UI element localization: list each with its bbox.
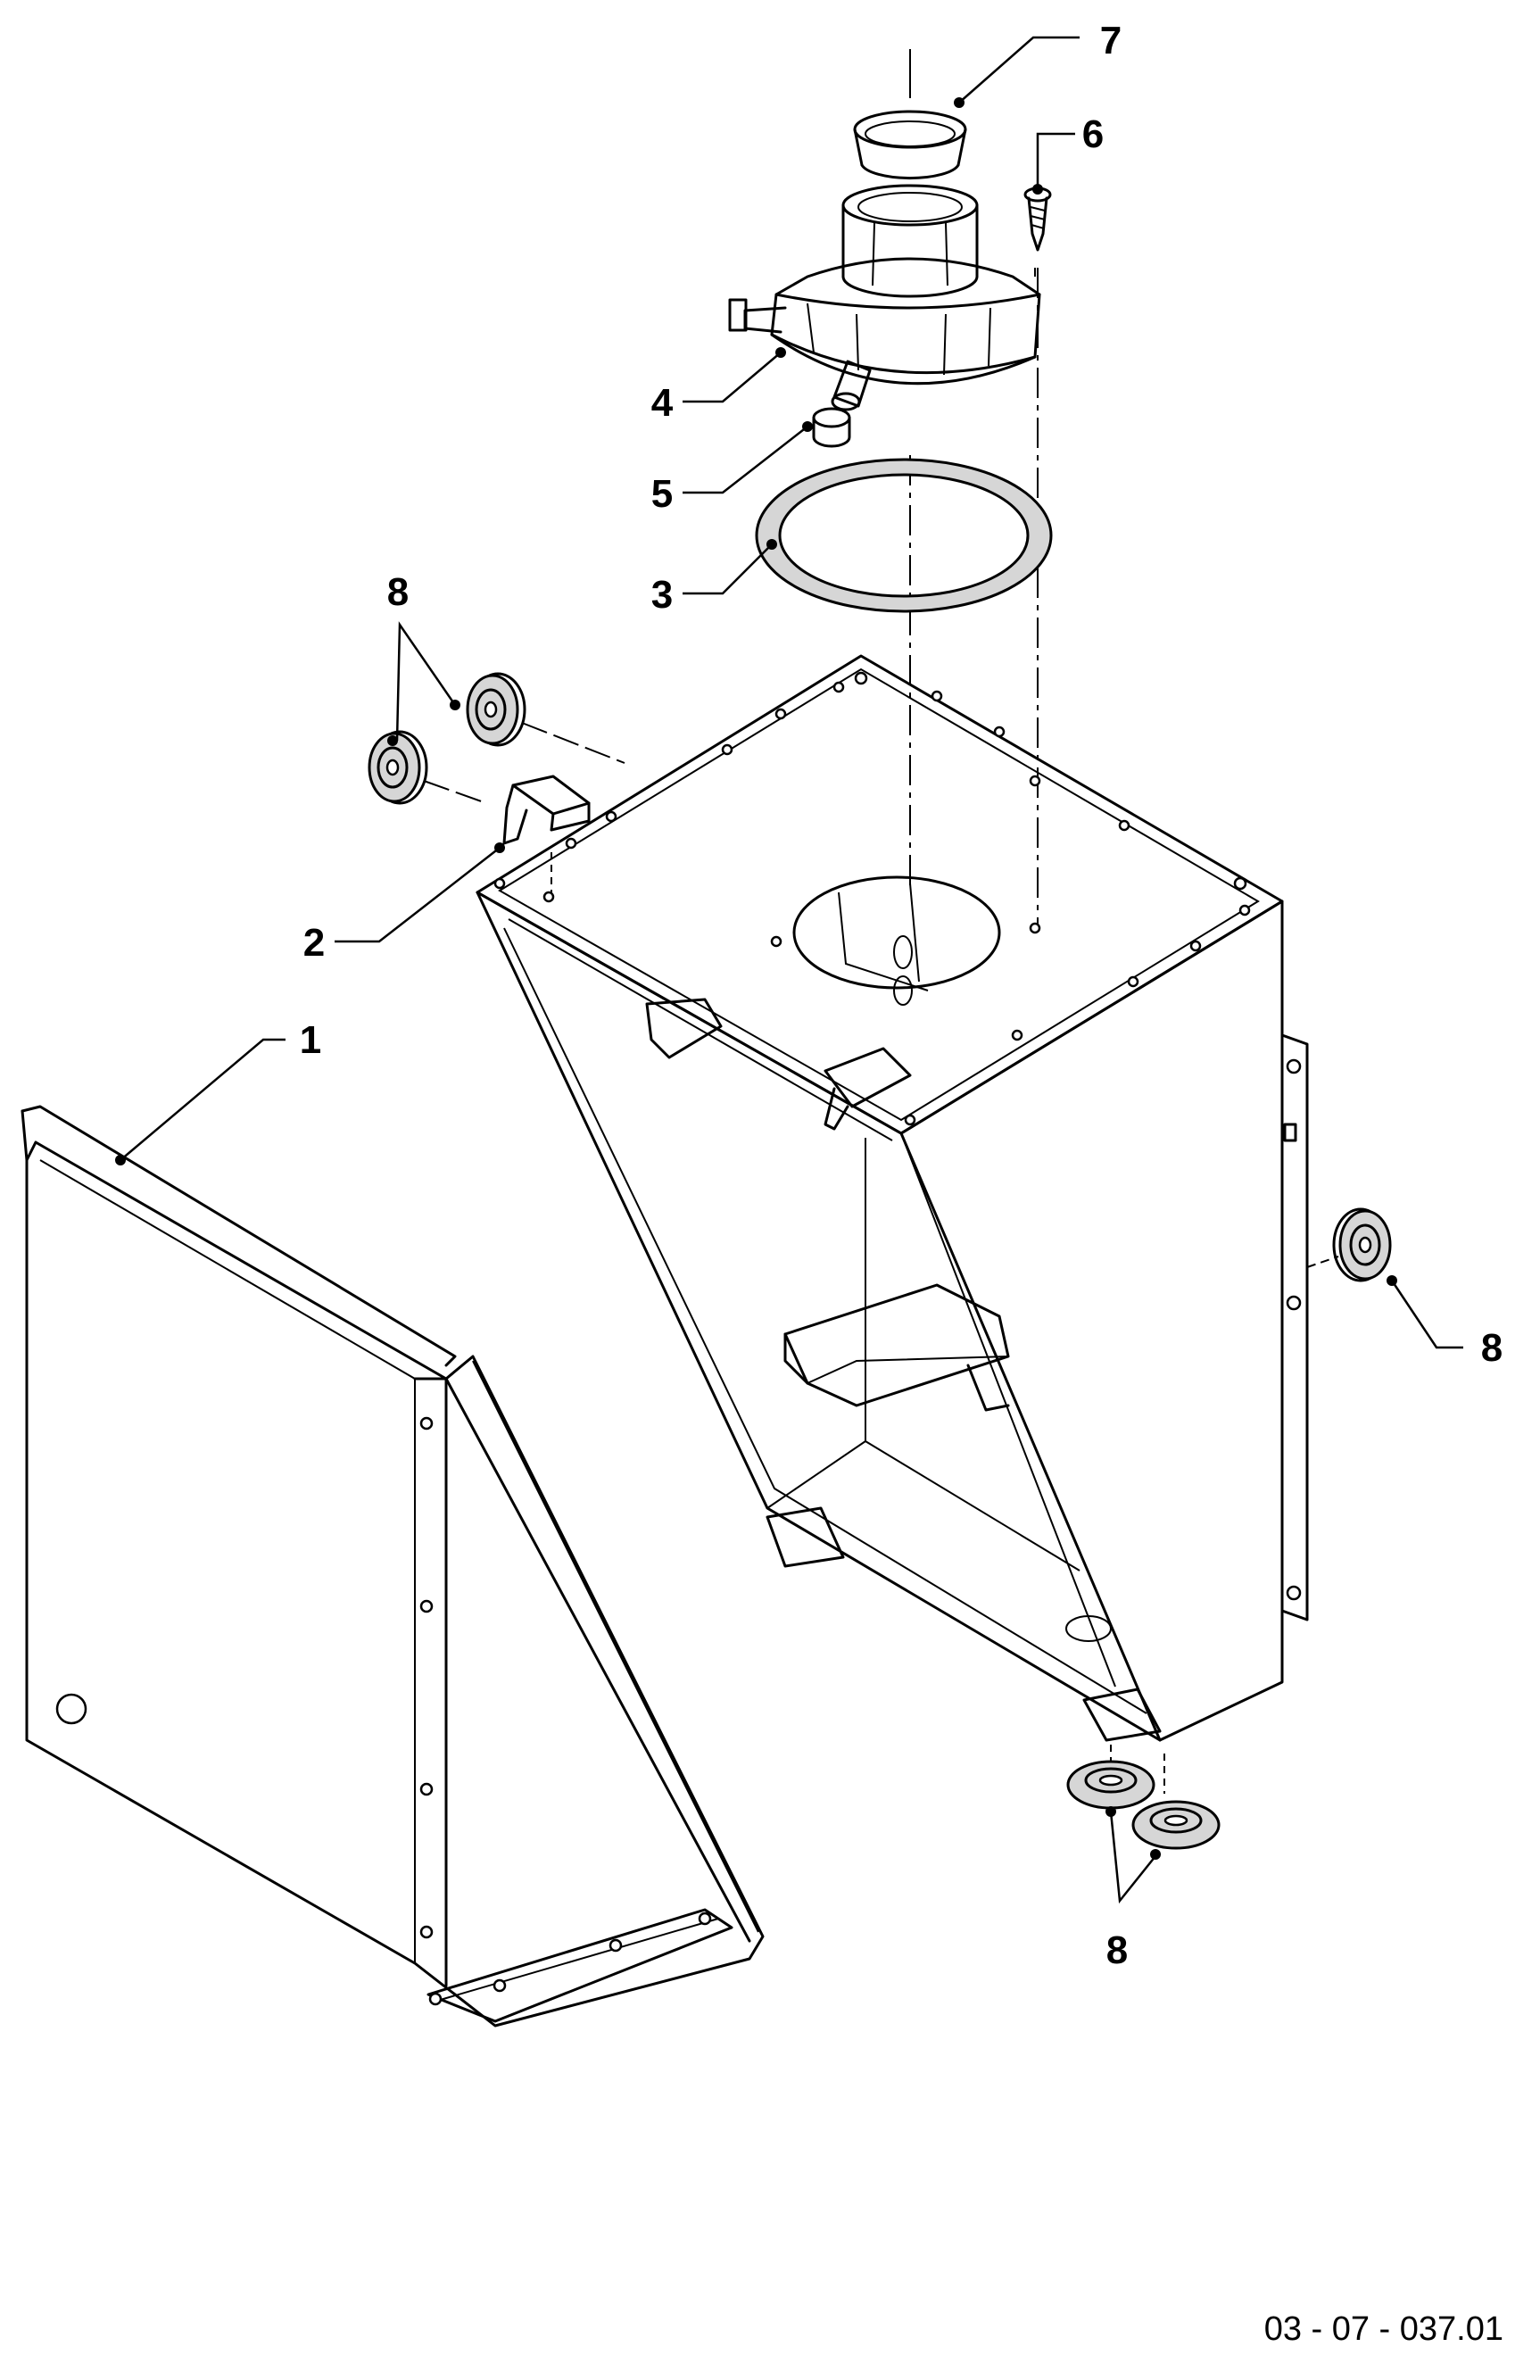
- drawing-reference-number: 03 - 07 - 037.01: [1264, 2310, 1503, 2348]
- callout-8-upper-left: 8: [387, 570, 409, 614]
- part-8-grommets-upper-left: [368, 672, 625, 805]
- callout-3: 3: [651, 573, 673, 617]
- callout-8-right: 8: [1481, 1326, 1503, 1370]
- part-3-gasket: [755, 458, 1053, 613]
- part-6-screw: [1023, 187, 1052, 252]
- callout-8-bottom: 8: [1106, 1928, 1128, 1972]
- leader-lines: [115, 36, 1463, 1904]
- callout-1: 1: [300, 1018, 321, 1062]
- part-7-ring: [853, 110, 967, 180]
- callout-7: 7: [1100, 19, 1122, 62]
- part-2-clip: [502, 775, 591, 892]
- callout-4: 4: [651, 381, 674, 425]
- part-1-front-panel: [21, 1105, 765, 2028]
- callout-5: 5: [651, 472, 673, 516]
- callout-6: 6: [1082, 112, 1104, 156]
- assembly-axes: [909, 49, 1039, 928]
- part-5-cap: [812, 407, 851, 448]
- main-casing: [476, 654, 1309, 1742]
- callout-2: 2: [303, 921, 325, 965]
- part-8-grommet-right: [1306, 1207, 1392, 1282]
- part-4-flue-adaptor: [728, 184, 1041, 411]
- callout-labels: 7 6 4 5 3 8 2 1 8 8: [300, 19, 1503, 1972]
- part-8-grommets-bottom: [1066, 1745, 1221, 1850]
